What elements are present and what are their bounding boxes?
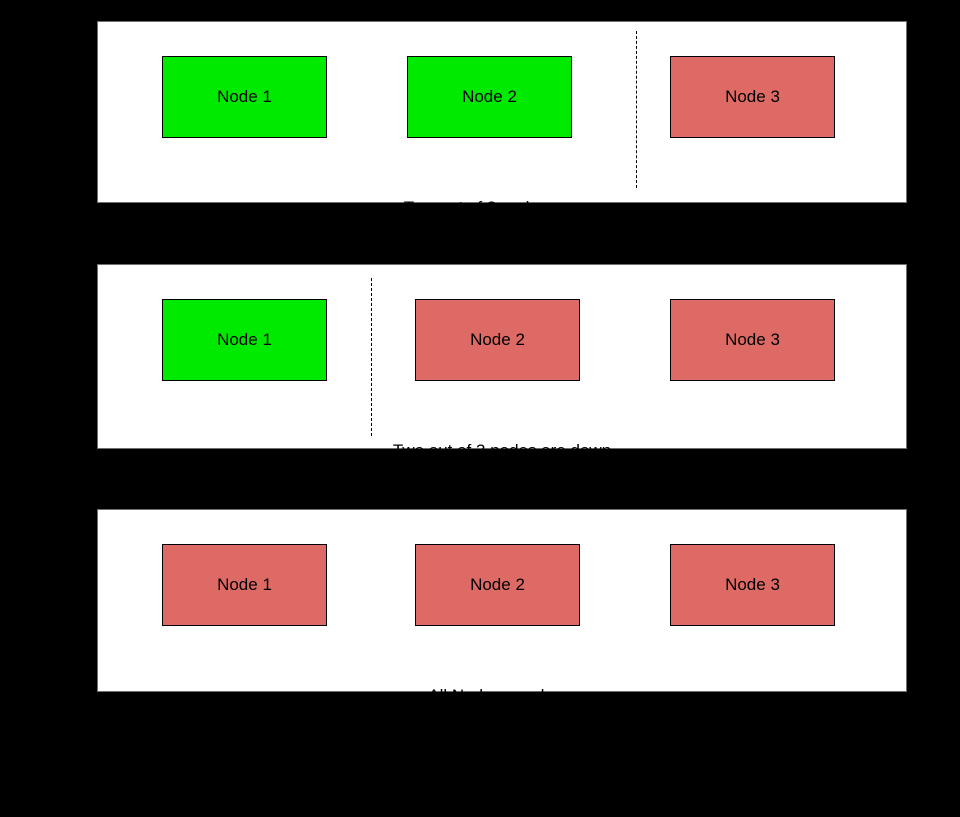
node-box: Node 2 bbox=[415, 299, 580, 381]
node-label: Node 2 bbox=[470, 330, 525, 349]
scenario-panel-all-down: Node 1 Node 2 Node 3 All Nodes are down … bbox=[97, 509, 907, 771]
caption-line-1: Two out of 3 nodes are up bbox=[403, 198, 601, 217]
node-box: Node 1 bbox=[162, 56, 327, 138]
caption-line-1: All Nodes are down bbox=[428, 686, 576, 705]
node-label: Node 1 bbox=[217, 330, 272, 349]
partition-divider-line bbox=[636, 31, 637, 188]
node-label: Node 3 bbox=[725, 575, 780, 594]
node-label: Node 3 bbox=[725, 330, 780, 349]
partition-divider-line bbox=[371, 278, 372, 436]
node-box: Node 3 bbox=[670, 544, 835, 626]
node-box: Node 3 bbox=[670, 56, 835, 138]
scenario-caption: All Nodes are down Majority Fails & Clus… bbox=[98, 641, 906, 817]
node-label: Node 3 bbox=[725, 87, 780, 106]
node-box: Node 2 bbox=[415, 544, 580, 626]
node-box: Node 1 bbox=[162, 299, 327, 381]
node-label: Node 2 bbox=[470, 575, 525, 594]
node-label: Node 2 bbox=[462, 87, 517, 106]
scenario-panel-majority-down: Node 1 Node 2 Node 3 Two out of 3 nodes … bbox=[97, 264, 907, 526]
node-box: Node 3 bbox=[670, 299, 835, 381]
node-label: Node 1 bbox=[217, 575, 272, 594]
caption-line-2: Majority Fails & Cluster Stops bbox=[390, 752, 614, 771]
node-box: Node 1 bbox=[162, 544, 327, 626]
scenario-panel-majority-up: Node 1 Node 2 Node 3 Two out of 3 nodes … bbox=[97, 21, 907, 283]
node-box: Node 2 bbox=[407, 56, 572, 138]
caption-line-1: Two out of 3 nodes are down bbox=[392, 441, 612, 460]
node-label: Node 1 bbox=[217, 87, 272, 106]
